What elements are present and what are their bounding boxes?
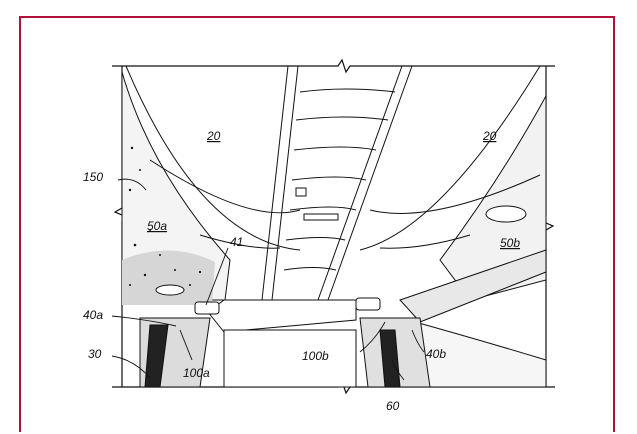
center-aisle	[261, 65, 413, 301]
label-50b: 50b	[500, 236, 520, 250]
label-40a: 40a	[83, 308, 103, 322]
label-100b: 100b	[302, 349, 329, 363]
label-20-right: 20	[482, 129, 497, 143]
leader-lines	[111, 178, 425, 381]
left-wall	[121, 71, 231, 305]
label-20-left: 20	[206, 129, 221, 143]
ceiling	[125, 65, 541, 251]
right-wall	[399, 95, 547, 388]
label-40b: 40b	[426, 347, 446, 361]
label-41: 41	[230, 235, 243, 249]
reference-labels: 20 20 150 50a 50b 41 40a 100a 30 100b 40…	[83, 129, 520, 413]
label-60: 60	[386, 399, 400, 413]
lower-structure	[139, 297, 431, 388]
label-30: 30	[88, 347, 102, 361]
label-150: 150	[83, 170, 103, 184]
label-100a: 100a	[183, 366, 210, 380]
label-50a: 50a	[147, 219, 167, 233]
